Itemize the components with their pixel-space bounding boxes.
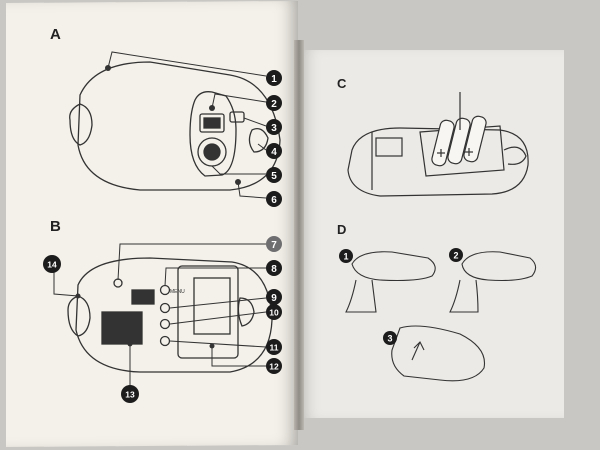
button-11	[159, 335, 171, 347]
callout-13-label: 13	[125, 390, 135, 400]
callout-12: 12	[266, 358, 282, 374]
menu-button-label: MENU	[170, 289, 185, 295]
callout-4: 4	[266, 143, 282, 159]
step-3-arrow	[411, 341, 421, 361]
step-3-label: 3	[387, 334, 392, 344]
callout-9-label: 9	[271, 293, 277, 304]
callout-5-label: 5	[271, 171, 277, 182]
side-lug-c	[503, 146, 527, 165]
callout-10: 10	[266, 304, 282, 320]
leader-9	[169, 297, 267, 309]
leader-11	[169, 340, 267, 348]
callout-14-label: 14	[47, 260, 57, 270]
dot-2	[209, 105, 215, 111]
callout-13: 13	[121, 385, 139, 403]
leader-2	[211, 93, 267, 109]
right-page	[302, 50, 564, 418]
step-3-arrowhead	[413, 341, 425, 351]
battery-2	[447, 117, 471, 165]
leader-7	[117, 243, 266, 281]
step-2-hand	[449, 279, 479, 313]
callout-12-label: 12	[269, 362, 279, 372]
dot-1	[105, 65, 111, 71]
viewfinder-window	[199, 113, 225, 133]
back-screen	[375, 137, 403, 157]
callout-8-label: 8	[271, 264, 277, 275]
leader-10	[169, 311, 267, 325]
button-9	[159, 302, 171, 314]
strap-lug-left	[69, 103, 93, 146]
callout-4-label: 4	[271, 147, 277, 158]
step-3-camera	[391, 325, 486, 382]
callout-10-label: 10	[269, 308, 279, 318]
section-label-b: B	[50, 218, 61, 235]
battery-camera-body	[347, 127, 529, 197]
camera-body-outline	[77, 61, 281, 191]
polarity-marks	[437, 92, 473, 157]
callout-11: 11	[266, 339, 282, 355]
leader-8	[164, 267, 266, 287]
callout-5: 5	[266, 167, 282, 183]
flash-window	[229, 111, 245, 123]
step-badge-3: 3	[383, 331, 397, 345]
leader-6	[237, 181, 267, 199]
dot-6	[235, 179, 241, 185]
battery-1	[431, 119, 455, 167]
callout-1: 1	[266, 70, 282, 86]
step-1-camera	[351, 251, 436, 282]
step-1-label: 1	[343, 252, 348, 262]
step-2-camera	[461, 251, 537, 282]
strap-lug-back	[67, 295, 91, 337]
status-display	[101, 311, 143, 345]
callout-6-label: 6	[271, 195, 277, 206]
leader-5	[211, 165, 266, 175]
callout-3-label: 3	[271, 123, 277, 134]
callout-2-label: 2	[271, 99, 277, 110]
book-gutter	[294, 40, 304, 430]
viewfinder-glass	[203, 117, 221, 129]
callout-8: 8	[266, 260, 282, 276]
callout-3: 3	[266, 119, 282, 135]
dot-12	[209, 343, 215, 349]
callout-9: 9	[266, 289, 282, 305]
lens-glass	[203, 143, 221, 161]
callout-7: 7	[266, 236, 282, 252]
section-label-d: D	[337, 222, 347, 237]
callout-2: 2	[266, 95, 282, 111]
step-1-hand	[345, 279, 377, 313]
step-2-label: 2	[453, 251, 458, 261]
step-badge-1: 1	[339, 249, 353, 263]
section-label-c: C	[337, 76, 347, 91]
leader-4	[257, 143, 267, 151]
section-label-a: A	[50, 26, 61, 43]
leader-3	[243, 117, 267, 127]
camera-back-outline	[75, 257, 273, 373]
leader-1	[107, 51, 267, 77]
lens-panel	[189, 91, 237, 177]
lcd-frame	[177, 265, 239, 359]
callout-1-label: 1	[271, 74, 277, 85]
leader-14	[53, 272, 79, 297]
callout-6: 6	[266, 191, 282, 207]
small-viewfinder	[131, 289, 155, 305]
dot-14	[75, 293, 81, 299]
leader-12	[211, 346, 266, 367]
callout-14: 14	[43, 255, 61, 273]
step-badge-2: 2	[449, 248, 463, 262]
callout-7-label: 7	[271, 240, 277, 251]
button-10	[159, 318, 171, 330]
callout-11-label: 11	[270, 343, 279, 353]
dot-13	[127, 341, 133, 347]
